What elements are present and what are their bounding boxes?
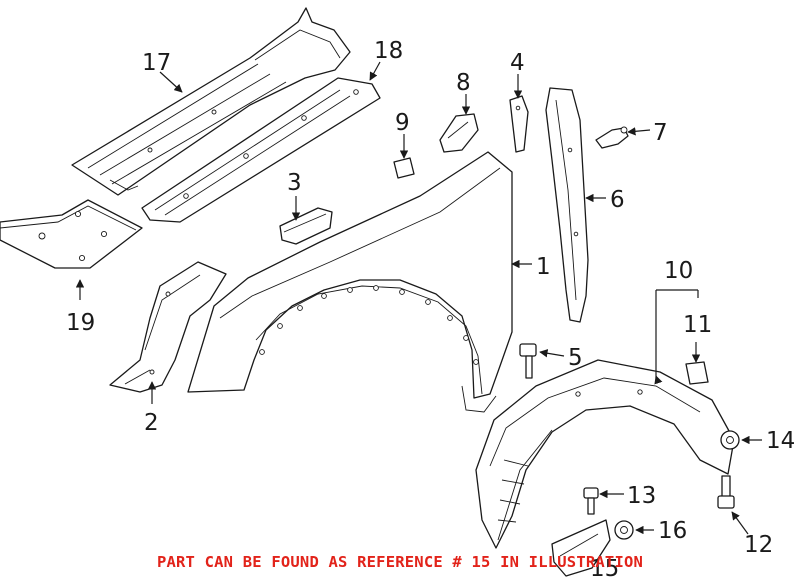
part-8-bracket bbox=[439, 113, 479, 153]
part-15-shield bbox=[551, 519, 611, 577]
callout-8: 8 bbox=[456, 70, 471, 96]
callout-17: 17 bbox=[142, 50, 171, 76]
part-12-bolt bbox=[717, 475, 735, 509]
callout-labels: 1 2 3 4 5 6 7 8 9 10 11 12 13 14 15 16 1… bbox=[66, 38, 795, 582]
part-5-bolt bbox=[519, 343, 537, 379]
callout-2: 2 bbox=[144, 410, 159, 436]
part-reference-caption: PART CAN BE FOUND AS REFERENCE # 15 IN I… bbox=[156, 553, 644, 571]
part-7-push-clip bbox=[595, 126, 629, 149]
callout-13: 13 bbox=[627, 483, 656, 509]
callout-3: 3 bbox=[287, 170, 302, 196]
callout-15: 15 bbox=[590, 556, 619, 582]
part-3-clip bbox=[279, 207, 333, 245]
callout-11: 11 bbox=[683, 312, 712, 338]
part-18-bracket bbox=[141, 77, 381, 223]
callout-14: 14 bbox=[766, 428, 795, 454]
leader-lines bbox=[75, 61, 762, 535]
callout-4: 4 bbox=[510, 50, 525, 76]
callout-7: 7 bbox=[653, 120, 668, 146]
part-13-bolt bbox=[583, 487, 599, 515]
part-16-nut bbox=[614, 520, 634, 540]
callout-9: 9 bbox=[395, 110, 410, 136]
callout-18: 18 bbox=[374, 38, 403, 64]
part-10-liner bbox=[475, 359, 735, 549]
callout-19: 19 bbox=[66, 310, 95, 336]
callout-10: 10 bbox=[664, 258, 693, 284]
callout-16: 16 bbox=[658, 518, 687, 544]
part-14-nut bbox=[720, 430, 740, 450]
callout-5: 5 bbox=[568, 345, 583, 371]
callout-6: 6 bbox=[610, 187, 625, 213]
part-4-bracket bbox=[509, 95, 529, 153]
callout-1: 1 bbox=[536, 254, 551, 280]
part-9-clip bbox=[393, 157, 415, 179]
callout-12: 12 bbox=[744, 532, 773, 558]
part-11-clip bbox=[685, 361, 709, 385]
part-6-seal bbox=[545, 87, 589, 323]
part-1-fender bbox=[187, 151, 513, 413]
part-19-plate bbox=[0, 199, 143, 269]
part-17-reinforcement bbox=[71, 7, 351, 196]
part-2-bracket bbox=[109, 261, 227, 393]
